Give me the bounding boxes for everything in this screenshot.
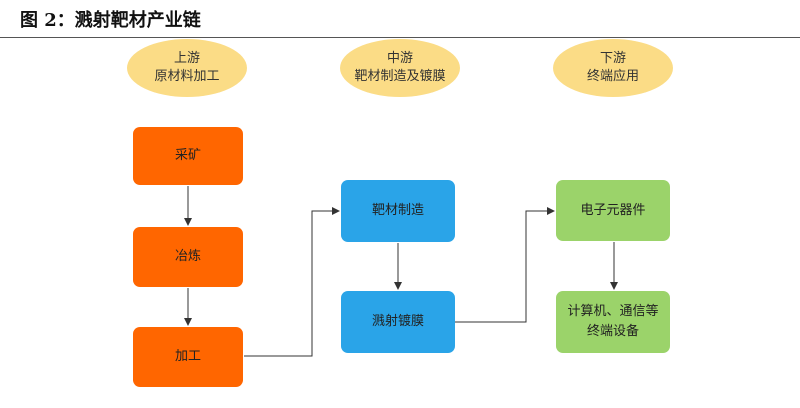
stage-downstream: 下游 终端应用 bbox=[553, 39, 673, 97]
arrow-processing-to-target-manufacturing bbox=[244, 207, 340, 357]
arrow-sputtering-to-electronics bbox=[454, 207, 555, 323]
stage-midstream-desc: 靶材制造及镀膜 bbox=[354, 69, 446, 84]
node-processing: 加工 bbox=[133, 327, 243, 387]
stage-downstream-desc: 终端应用 bbox=[586, 69, 639, 84]
stage-upstream-label: 上游 bbox=[173, 51, 200, 66]
title-divider bbox=[0, 37, 800, 38]
node-smelting: 冶炼 bbox=[133, 227, 243, 287]
stage-upstream-desc: 原材料加工 bbox=[154, 69, 220, 84]
node-target-manufacturing: 靶材制造 bbox=[341, 180, 455, 242]
stage-upstream: 上游 原材料加工 bbox=[127, 39, 247, 97]
stage-midstream-label: 中游 bbox=[386, 51, 413, 66]
stage-midstream: 中游 靶材制造及镀膜 bbox=[340, 39, 460, 97]
node-mining: 采矿 bbox=[133, 127, 243, 185]
stage-downstream-label: 下游 bbox=[599, 51, 626, 66]
node-electronic-components: 电子元器件 bbox=[556, 180, 670, 241]
node-terminal-devices: 计算机、通信等终端设备 bbox=[556, 291, 670, 353]
figure-title: 图 2：溅射靶材产业链 bbox=[20, 10, 201, 31]
node-sputtering-coating: 溅射镀膜 bbox=[341, 291, 455, 353]
